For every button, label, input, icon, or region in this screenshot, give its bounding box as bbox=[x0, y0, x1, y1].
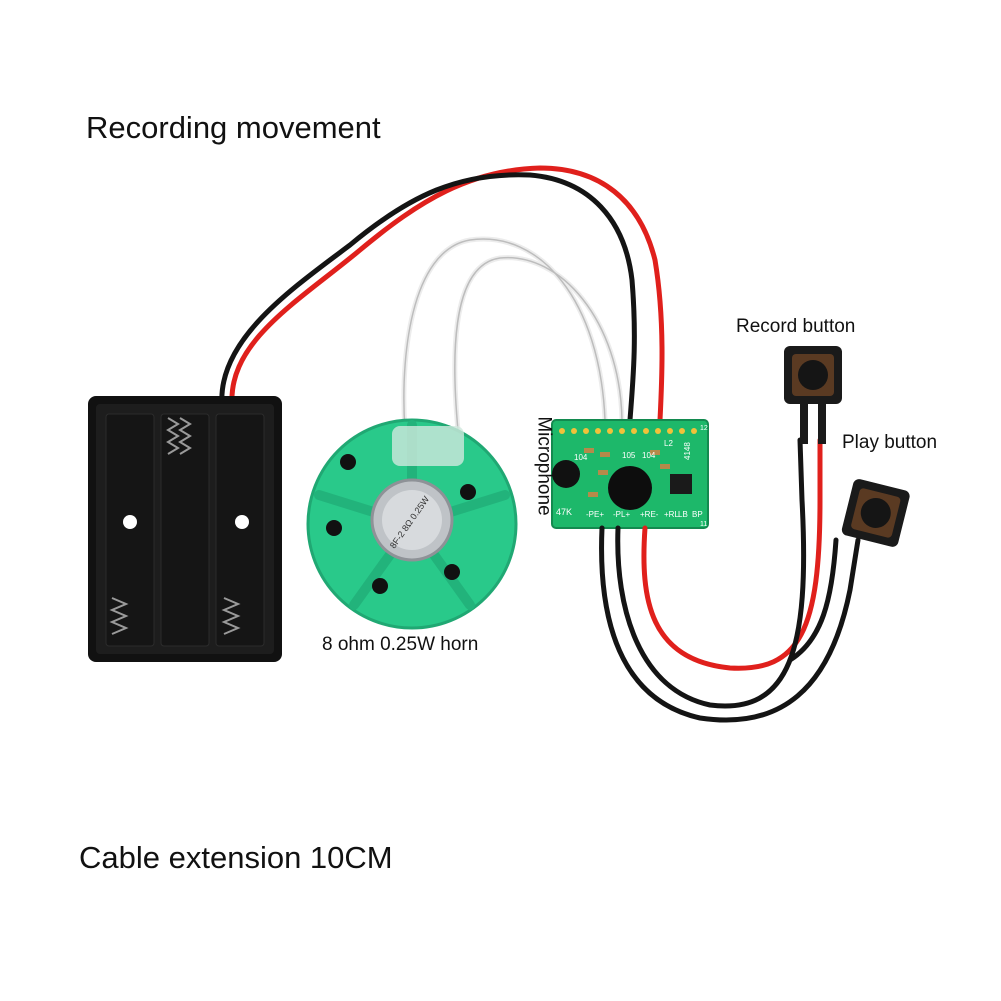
microphone-label: Microphone bbox=[533, 416, 555, 516]
button-wires bbox=[599, 437, 861, 723]
pcb-label-12: 12 bbox=[700, 425, 708, 432]
battery-wires bbox=[219, 165, 665, 423]
play-button bbox=[841, 479, 910, 547]
pcb-label-104a: 104 bbox=[574, 453, 588, 462]
pcb-label-re: +RE- bbox=[640, 510, 659, 519]
pcb-label-bp: BP bbox=[692, 510, 703, 519]
play-button-label: Play button bbox=[842, 432, 938, 453]
speaker-wires-shadow bbox=[403, 238, 623, 451]
pcb-label-rl: +RL bbox=[664, 510, 679, 519]
pcb-label-l2: L2 bbox=[664, 439, 673, 448]
record-button bbox=[784, 346, 842, 444]
pcb-board: 47K 104 105 104 4148 -PE+ -PL+ +RE- +RL … bbox=[551, 419, 709, 529]
pcb-label-lb: LB bbox=[678, 510, 688, 519]
footer-caption: Cable extension 10CM bbox=[79, 840, 393, 875]
pcb-label-11: 11 bbox=[700, 521, 707, 528]
speaker-horn: 8F-2 8Ω 0.25W bbox=[306, 418, 518, 630]
pcb-label-pl: -PL+ bbox=[613, 510, 630, 519]
pcb-label-47k: 47K bbox=[556, 507, 572, 517]
battery-holder bbox=[88, 396, 282, 662]
record-button-label: Record button bbox=[736, 316, 856, 337]
horn-label: 8 ohm 0.25W horn bbox=[322, 634, 479, 655]
title-caption: Recording movement bbox=[86, 110, 381, 145]
pcb-label-104b: 104 bbox=[642, 451, 656, 460]
pcb-label-105: 105 bbox=[622, 451, 636, 460]
pcb-label-4148: 4148 bbox=[683, 442, 692, 460]
pcb-label-pe: -PE+ bbox=[586, 510, 604, 519]
